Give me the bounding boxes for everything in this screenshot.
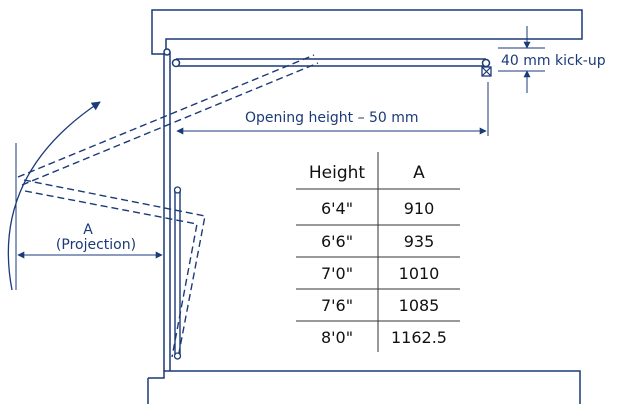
opening-height-dimension — [176, 82, 489, 136]
table-cell-height: 6'6" — [321, 232, 353, 251]
track-end-stop — [481, 66, 492, 77]
door-panel-lower — [23, 179, 206, 359]
track-front-pivot — [171, 58, 181, 68]
track-rear-roller — [481, 58, 491, 68]
table-cell-height: 7'6" — [321, 296, 353, 315]
kickup-label: 40 mm kick-up — [501, 53, 606, 69]
table-cell-a: 1085 — [399, 296, 440, 315]
door-panel-upper — [17, 54, 319, 186]
ceiling-wall — [151, 9, 583, 55]
frame-top-pivot — [163, 48, 171, 56]
projection-dimension — [15, 143, 163, 290]
door-arm — [173, 186, 182, 360]
table-cell-height: 8'0" — [321, 328, 353, 347]
opening-height-label: Opening height – 50 mm — [245, 110, 419, 126]
table-cell-a: 1162.5 — [391, 328, 447, 347]
projection-word: (Projection) — [56, 237, 136, 253]
table-cell-a: 935 — [404, 232, 435, 251]
table-header-a: A — [413, 163, 425, 183]
table-header-height: Height — [309, 163, 366, 183]
projection-letter: A — [83, 222, 93, 238]
swing-arc-arrow — [7, 101, 101, 291]
height-projection-table: Height A 6'4" 910 6'6" 935 7'0" 1010 7'6… — [296, 152, 460, 352]
table-cell-height: 6'4" — [321, 199, 353, 218]
kickup-dimension — [498, 26, 545, 93]
table-cell-height: 7'0" — [321, 264, 353, 283]
table-cell-a: 910 — [404, 199, 435, 218]
floor-wall — [147, 370, 581, 404]
table-cell-a: 1010 — [399, 264, 440, 283]
